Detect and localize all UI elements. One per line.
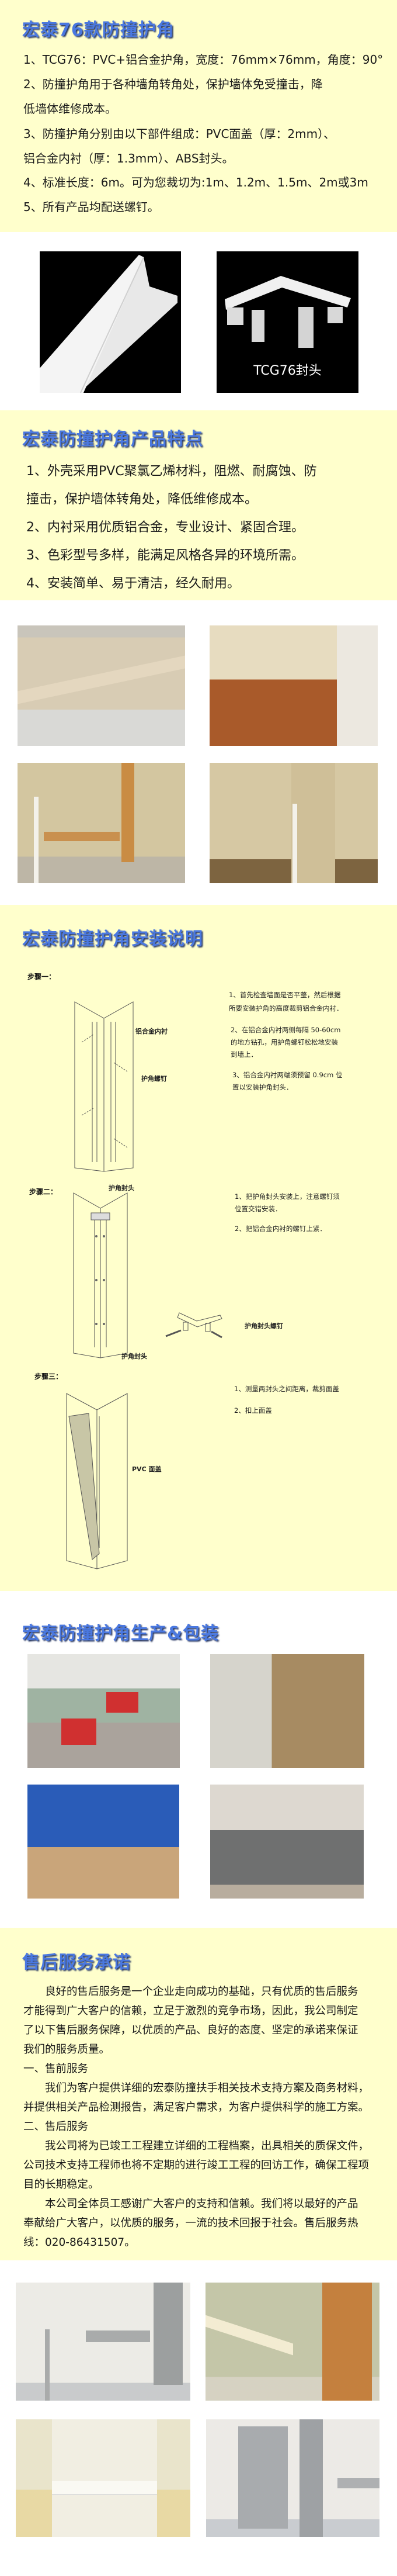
service-line: 我们的服务质量。 xyxy=(23,2043,110,2056)
spec-line: 铝合金内衬（厚：1.3mm）、ABS封头。 xyxy=(23,151,234,165)
feature-line: 1、外壳采用PVC聚氯乙烯材料，阻燃、耐腐蚀、防 xyxy=(26,464,317,479)
step-text: 的地方钻孔，用护角螺钉松松地安装 xyxy=(231,1038,338,1046)
section-title: 售后服务承诺 xyxy=(22,1952,131,1973)
spec-section: 宏泰76款防撞护角 1、TCG76：PVC+铝合金护角，宽度：76mm×76mm… xyxy=(0,0,397,232)
service-line: 公司技术支持工程师也将不定期的进行竣工工程的回访工作，确保工程项 xyxy=(23,2159,370,2172)
step-one-label: 步骤一： xyxy=(27,973,56,981)
step-three-diagram xyxy=(66,1393,128,1569)
service-line: 良好的售后服务是一个企业走向成功的基础，只有优质的售后服务 xyxy=(45,1986,358,1998)
service-line: 我公司将为已竣工工程建立详细的工程档案，出具相关的质保文件， xyxy=(45,2140,370,2152)
service-hotline: 线：020-86431507。 xyxy=(23,2236,135,2249)
install-section: 宏泰防撞护角安装说明 步骤一： 铝合金内衬 护角螺钉 1、首先检查墙面是否平整，… xyxy=(0,905,397,1591)
step-text: 2、扣上面盖 xyxy=(234,1406,272,1415)
step-text: 1、测量两封头之间距离，裁剪面盖 xyxy=(234,1385,339,1393)
step-text: 所要安装护角的高度裁剪铝合金内衬． xyxy=(229,1004,343,1012)
step-text: 1、把护角封头安装上，注意螺钉须 xyxy=(235,1192,340,1201)
diagram-label: 护角封头螺钉 xyxy=(245,1322,283,1330)
service-line: 并提供相关产品检测报告，满足客户需求，为客户提供科学的施工方案。 xyxy=(23,2101,370,2114)
end-cap-photo: TCG76封头 xyxy=(217,251,358,393)
spec-line: 4、标准长度：6m。可为您裁切为:1m、1.2m、1.5m、2m或3m xyxy=(23,175,368,189)
spec-line: 低墙体维修成本。 xyxy=(23,102,117,116)
material-bags-photo xyxy=(210,1654,364,1768)
step-text: 2、把铝合金内衬的螺钉上紧． xyxy=(235,1225,326,1233)
feature-line: 2、内衬采用优质铝合金，专业设计、紧固合理。 xyxy=(26,520,304,535)
step-text: 置以安装护角封头． xyxy=(232,1083,293,1091)
features-section: 宏泰防撞护角产品特点 1、外壳采用PVC聚氯乙烯材料，阻燃、耐腐蚀、防 撞击，保… xyxy=(0,410,397,600)
feature-line: 撞击，保护墙体转角处，降低维修成本。 xyxy=(26,492,258,507)
application-photo xyxy=(18,763,185,883)
production-section: 宏泰防撞护角生产&包装 xyxy=(0,1591,397,1928)
step-text: 2、在铝合金内衬两侧每隔 50-60cm xyxy=(231,1026,341,1034)
step-two-label: 步骤二： xyxy=(29,1188,58,1196)
step-three-label: 步骤三： xyxy=(34,1372,63,1381)
service-heading: 一、售前服务 xyxy=(23,2063,89,2075)
service-line: 我们为客户提供详细的宏泰防撞扶手相关技术支持方案及商务材料， xyxy=(45,2082,370,2094)
spec-line: 1、TCG76：PVC+铝合金护角，宽度：76mm×76mm，角度：90° xyxy=(23,53,384,67)
diagram-label: 护角螺钉 xyxy=(141,1075,167,1083)
case-photo xyxy=(206,2283,379,2401)
application-photo xyxy=(210,763,378,883)
service-line: 目的长期稳定。 xyxy=(23,2179,99,2191)
application-photo xyxy=(18,625,185,746)
spec-line: 3、防撞护角分别由以下部件组成：PVC面盖（厚：2mm）、 xyxy=(23,127,336,141)
feature-line: 3、色彩型号多样，能满足风格各异的环境所需。 xyxy=(26,548,304,563)
service-line: 才能得到广大客户的信赖，立足于激烈的竞争市场，因此，我公司制定 xyxy=(23,2005,358,2017)
case-photos xyxy=(0,2260,397,2576)
application-photo xyxy=(210,625,378,746)
service-heading: 二、售后服务 xyxy=(23,2121,89,2133)
feature-line: 4、安装简单、易于清洁，经久耐用。 xyxy=(26,576,240,591)
section-title: 宏泰防撞护角生产&包装 xyxy=(22,1623,220,1644)
service-section: 售后服务承诺 良好的售后服务是一个企业走向成功的基础，只有优质的售后服务 才能得… xyxy=(0,1928,397,2260)
packaging-photo xyxy=(27,1785,179,1899)
section-title: 宏泰76款防撞护角 xyxy=(22,20,175,40)
product-photos: TCG76封头 xyxy=(0,232,397,410)
spec-line: 5、所有产品均配送螺钉。 xyxy=(23,200,159,214)
end-cap-caption: TCG76封头 xyxy=(253,364,322,378)
spec-line: 2、防撞护角用于各种墙角转角处，保护墙体免受撞击，降 xyxy=(23,77,323,91)
application-photos xyxy=(0,600,397,905)
corner-guard-photo xyxy=(40,251,181,393)
section-title: 宏泰防撞护角安装说明 xyxy=(22,929,203,949)
case-photo xyxy=(16,2283,190,2401)
step-one-diagram xyxy=(74,1001,134,1172)
service-line: 本公司全体员工感谢广大客户的支持和信赖。我们将以最好的产品 xyxy=(45,2198,358,2210)
warehouse-photo xyxy=(210,1785,364,1899)
diagram-label: PVC 面盖 xyxy=(132,1465,162,1473)
step-text: 3、铝合金内衬两端须预留 0.9cm 位 xyxy=(232,1071,343,1079)
diagram-label: 铝合金内衬 xyxy=(135,1028,168,1035)
step-text: 位置交错安装． xyxy=(235,1205,282,1213)
case-photo xyxy=(16,2419,190,2537)
factory-photo xyxy=(27,1654,180,1768)
case-photo xyxy=(206,2419,379,2537)
step-text: 到墙上． xyxy=(231,1050,257,1059)
diagram-label: 护角封头 xyxy=(121,1353,147,1360)
diagram-label: 护角封头 xyxy=(109,1184,134,1192)
step-two-diagram xyxy=(73,1192,128,1358)
service-line: 奉献给广大客户，以优质的服务，一流的技术回报于社会。售后服务热 xyxy=(23,2217,358,2229)
service-line: 了以下售后服务保障，以优质的产品、良好的态度、坚定的承诺来保证 xyxy=(23,2024,358,2036)
end-cap-diagram xyxy=(165,1312,222,1339)
step-text: 1、首先检查墙面是否平整，然后根据 xyxy=(229,991,341,999)
section-title: 宏泰防撞护角产品特点 xyxy=(22,429,203,449)
